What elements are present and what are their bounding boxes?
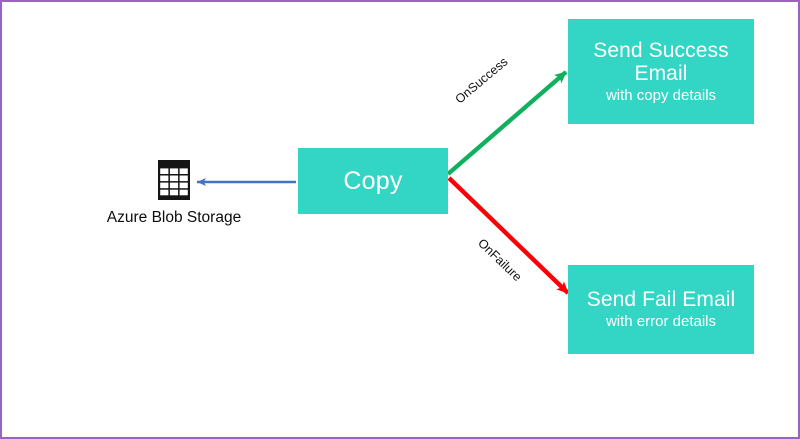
send-fail-email-title: Send Fail Email [586,288,736,312]
azure-blob-storage-label: Azure Blob Storage [106,209,242,226]
send-success-email-title-line2: Email [634,62,688,86]
table-grid-icon [158,160,190,200]
copy-activity-node[interactable]: Copy [298,148,448,214]
edge-on-failure [447,176,570,295]
send-success-email-subtitle: with copy details [605,86,717,104]
send-success-email-node[interactable]: Send Success Email with copy details [568,19,754,124]
edge-on-success [446,70,568,176]
azure-blob-storage-node[interactable]: Azure Blob Storage [88,160,260,227]
send-fail-email-node[interactable]: Send Fail Email with error details [568,265,754,354]
send-fail-email-subtitle: with error details [605,312,717,330]
copy-activity-label: Copy [343,167,403,195]
send-success-email-title-line1: Send Success [593,38,729,62]
